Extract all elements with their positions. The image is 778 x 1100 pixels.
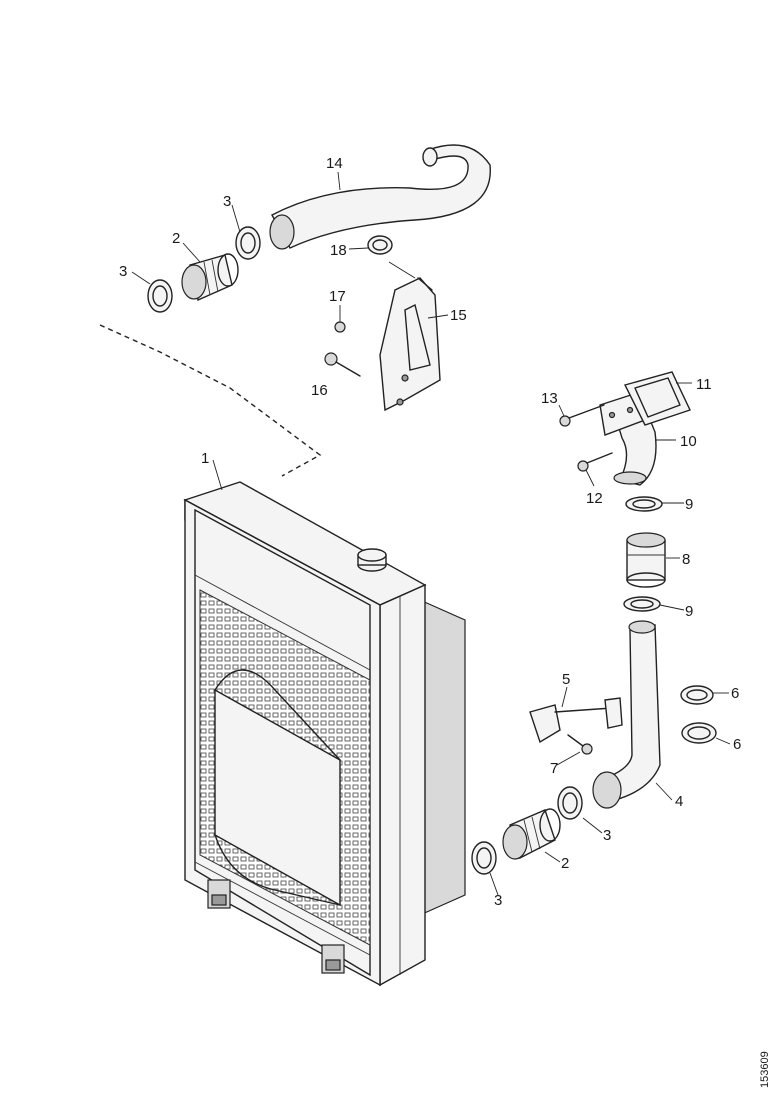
connection-line bbox=[99, 324, 322, 477]
callout-6-upper: 6 bbox=[731, 685, 739, 702]
bolt-17 bbox=[334, 321, 346, 333]
callout-5: 5 bbox=[562, 671, 570, 688]
callout-18: 18 bbox=[330, 242, 347, 259]
upper-hose-clamp-18 bbox=[367, 235, 393, 255]
catalog-number: 153609 bbox=[759, 1051, 771, 1088]
callout-14: 14 bbox=[326, 155, 343, 172]
leader-lines bbox=[131, 171, 731, 896]
callout-2-upper: 2 bbox=[172, 230, 180, 247]
radiator-assembly bbox=[183, 481, 466, 987]
callout-7: 7 bbox=[550, 760, 558, 777]
clamp-9-upper bbox=[625, 496, 663, 512]
callout-16: 16 bbox=[311, 382, 328, 399]
clamp-9-lower bbox=[623, 596, 661, 612]
clamp-6-lower bbox=[681, 722, 717, 744]
callout-11: 11 bbox=[696, 376, 712, 393]
callout-1: 1 bbox=[201, 450, 209, 467]
callout-3-upper-left: 3 bbox=[119, 263, 127, 280]
clamp-3-lower-left bbox=[471, 841, 497, 875]
bolt-16 bbox=[324, 352, 361, 377]
upper-hose-connector bbox=[181, 253, 239, 301]
callout-2-lower: 2 bbox=[561, 855, 569, 872]
hose-bracket-15 bbox=[379, 277, 441, 412]
upper-clamp-left bbox=[147, 279, 173, 313]
callout-13: 13 bbox=[541, 390, 558, 407]
lower-hose-connector-2 bbox=[502, 808, 561, 860]
gasket-11 bbox=[623, 371, 691, 426]
callout-9-lower: 9 bbox=[685, 603, 693, 620]
callout-8: 8 bbox=[682, 551, 690, 568]
sleeve-8 bbox=[626, 532, 666, 588]
lower-hose-4 bbox=[592, 620, 661, 809]
bolt-13 bbox=[559, 404, 605, 427]
callout-3-lower-left: 3 bbox=[494, 892, 502, 909]
callout-3-lower-right: 3 bbox=[603, 827, 611, 844]
callout-3-upper-right: 3 bbox=[223, 193, 231, 210]
callout-9-upper: 9 bbox=[685, 496, 693, 513]
clamp-3-lower-right bbox=[557, 786, 583, 820]
callout-6-lower: 6 bbox=[733, 736, 741, 753]
bolt-7 bbox=[567, 734, 593, 755]
callout-4: 4 bbox=[675, 793, 683, 810]
callout-17: 17 bbox=[329, 288, 346, 305]
clamp-6-upper bbox=[680, 685, 714, 705]
upper-clamp-right bbox=[235, 226, 261, 260]
callout-15: 15 bbox=[450, 307, 467, 324]
upper-hose bbox=[269, 144, 491, 250]
callout-10: 10 bbox=[680, 433, 697, 450]
bolt-12 bbox=[577, 452, 613, 472]
pipe-bracket-5 bbox=[529, 697, 623, 744]
callout-12: 12 bbox=[586, 490, 603, 507]
